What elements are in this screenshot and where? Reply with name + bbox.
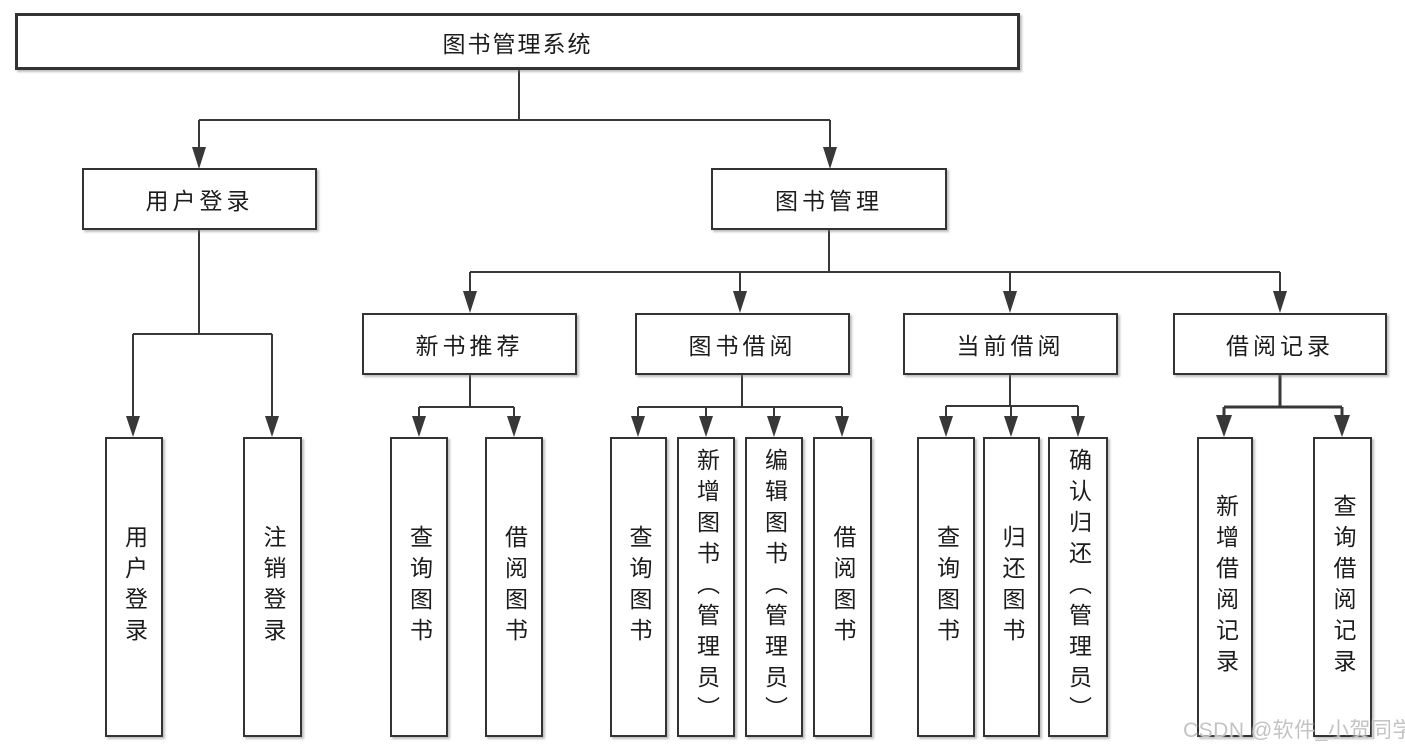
node-user-login: 用户登录 xyxy=(82,168,317,230)
leaf-return-books: 归还图书 xyxy=(983,437,1040,737)
leaf-query-books-borrowing: 查询图书 xyxy=(610,437,667,737)
node-root-library-system: 图书管理系统 xyxy=(15,13,1020,70)
leaf-edit-books-admin: 编辑图书（管理员） xyxy=(745,437,803,737)
csdn-watermark: CSDN @软件_小贺同学 xyxy=(1183,719,1405,742)
leaf-confirm-return-admin: 确认归还（管理员） xyxy=(1048,437,1108,737)
leaf-user-login: 用户登录 xyxy=(105,437,163,737)
leaf-logout: 注销登录 xyxy=(243,437,302,737)
leaf-query-borrow-record: 查询借阅记录 xyxy=(1313,437,1372,737)
leaf-add-borrow-record: 新增借阅记录 xyxy=(1197,437,1253,737)
node-borrowing-records: 借阅记录 xyxy=(1173,313,1387,375)
leaf-add-books-admin: 新增图书（管理员） xyxy=(677,437,735,737)
node-new-book-recommendation: 新书推荐 xyxy=(362,313,577,375)
node-current-borrowing: 当前借阅 xyxy=(903,313,1118,375)
node-book-borrowing: 图书借阅 xyxy=(635,313,850,375)
node-book-management: 图书管理 xyxy=(711,168,947,230)
leaf-borrow-books-recommend: 借阅图书 xyxy=(485,437,543,737)
leaf-query-books-recommend: 查询图书 xyxy=(390,437,448,737)
leaf-borrow-books: 借阅图书 xyxy=(813,437,872,737)
leaf-query-books-current: 查询图书 xyxy=(917,437,975,737)
